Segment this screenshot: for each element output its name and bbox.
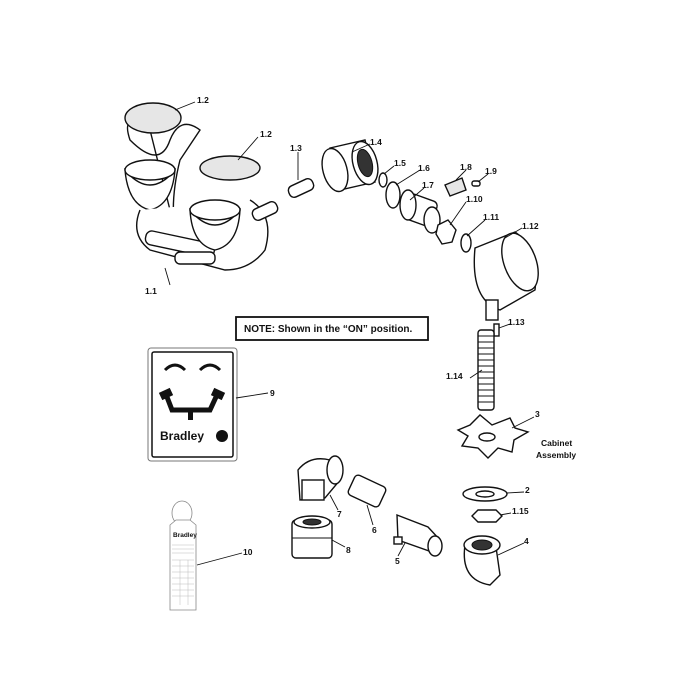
label-1-13: 1.13 bbox=[508, 317, 525, 327]
label-1-2-a: 1.2 bbox=[197, 95, 209, 105]
threaded-pipe-1-14 bbox=[477, 329, 495, 411]
label-5: 5 bbox=[395, 556, 400, 566]
label-assembly: Assembly bbox=[536, 450, 576, 460]
tag-10: Bradley bbox=[169, 500, 197, 611]
label-1-8: 1.8 bbox=[460, 162, 472, 172]
label-1-15: 1.15 bbox=[512, 506, 529, 516]
label-1-1: 1.1 bbox=[145, 286, 157, 296]
eyewash-assembly bbox=[124, 102, 269, 271]
tee-5 bbox=[393, 513, 443, 557]
label-6: 6 bbox=[372, 525, 377, 535]
label-8: 8 bbox=[346, 545, 351, 555]
tag-brand-logo: Bradley bbox=[173, 532, 197, 539]
outlet-body-1-12 bbox=[473, 231, 539, 321]
nut-1-15 bbox=[471, 509, 503, 523]
dust-cover-1 bbox=[124, 102, 182, 134]
elbow-4 bbox=[463, 535, 501, 586]
screw-1-9 bbox=[471, 180, 481, 187]
label-9: 9 bbox=[270, 388, 275, 398]
label-1-6: 1.6 bbox=[418, 163, 430, 173]
label-1-4: 1.4 bbox=[370, 137, 382, 147]
label-1-2-b: 1.2 bbox=[260, 129, 272, 139]
nipple-part bbox=[251, 201, 279, 221]
nipple-part-2 bbox=[287, 178, 315, 198]
elbow-7 bbox=[297, 455, 344, 501]
label-1-11: 1.11 bbox=[483, 212, 499, 222]
label-1-7: 1.7 bbox=[422, 180, 434, 190]
label-1-3: 1.3 bbox=[290, 143, 302, 153]
nipple-6 bbox=[347, 474, 387, 508]
sign-9: Bradley bbox=[147, 347, 238, 462]
nut-1-10 bbox=[435, 219, 457, 245]
note-box bbox=[235, 316, 429, 341]
sleeve-part bbox=[321, 139, 379, 193]
pin-1-13 bbox=[493, 323, 500, 337]
dust-cover-2 bbox=[199, 155, 261, 181]
label-cabinet: Cabinet bbox=[541, 438, 572, 448]
washer-1-11 bbox=[460, 233, 472, 253]
label-1-14: 1.14 bbox=[446, 371, 463, 381]
label-4: 4 bbox=[524, 536, 529, 546]
union-8 bbox=[291, 515, 333, 559]
o-ring-1-6 bbox=[385, 181, 401, 209]
label-3: 3 bbox=[535, 409, 540, 419]
sign-brand-logo: Bradley bbox=[160, 429, 204, 443]
label-1-5: 1.5 bbox=[394, 158, 406, 168]
label-7: 7 bbox=[337, 509, 342, 519]
washer-1-5 bbox=[378, 172, 388, 188]
note-text: NOTE: Shown in the “ON” position. bbox=[244, 324, 413, 335]
label-1-9: 1.9 bbox=[485, 166, 497, 176]
label-1-12: 1.12 bbox=[522, 221, 539, 231]
label-1-10: 1.10 bbox=[466, 194, 483, 204]
valve-body-1-7 bbox=[399, 189, 441, 234]
handle-1-8 bbox=[444, 177, 467, 197]
label-10: 10 bbox=[243, 547, 253, 557]
label-2: 2 bbox=[525, 485, 530, 495]
